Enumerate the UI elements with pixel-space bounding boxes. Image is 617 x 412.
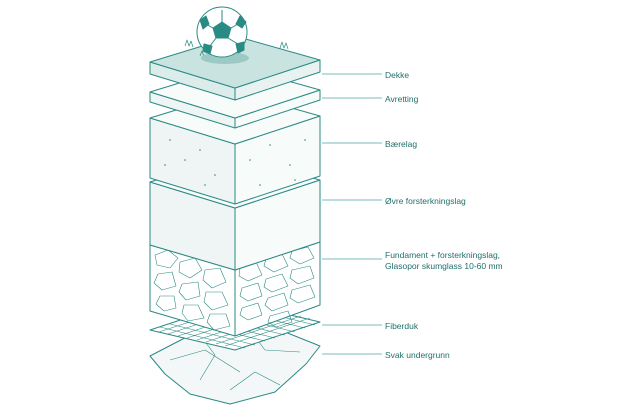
grass-icon [184,39,289,58]
label-foundation-line1: Fundament + forsterkningslag, [385,250,501,260]
label-foundation-line2: Glasopor skumglass 10-60 mm [385,261,503,271]
label-foundation: Fundament + forsterkningslag, Glasopor s… [385,250,503,272]
leader-lines [322,73,382,355]
football-icon [196,6,249,64]
label-ground: Svak undergrunn [385,350,450,360]
label-upper-reinforcement: Øvre forsterkningslag [385,196,466,206]
label-fiber-mesh: Fiberduk [385,321,419,331]
label-surface: Dekke [385,70,410,80]
label-leveling: Avretting [385,94,419,104]
label-base: Bærelag [385,139,418,149]
